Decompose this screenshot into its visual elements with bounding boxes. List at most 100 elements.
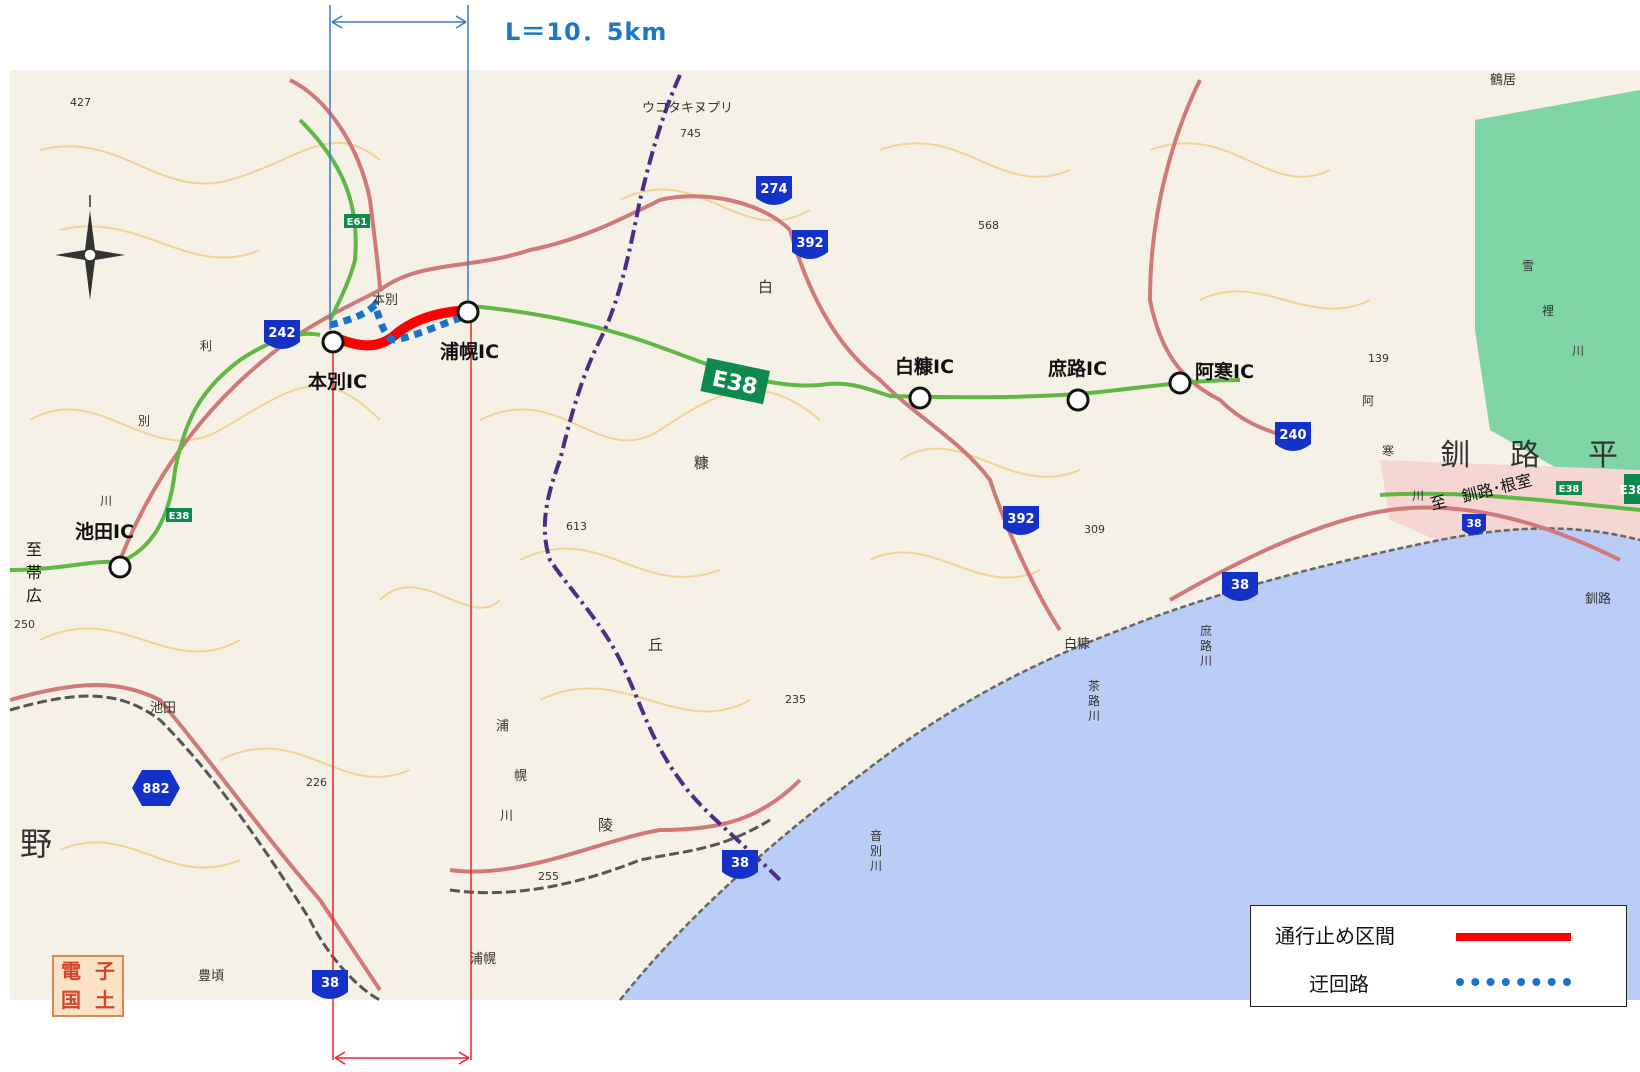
ic-shiranuka-marker[interactable] (908, 386, 932, 410)
place-toyokoro: 豊頃 (198, 969, 224, 984)
seal-char: 国 (61, 988, 81, 1012)
expressway-sign: E38 (1620, 474, 1640, 504)
seal-char: 土 (95, 988, 115, 1012)
closed-section (325, 305, 473, 351)
svg-text:E38: E38 (169, 511, 190, 522)
seal-char: 電 (61, 959, 81, 983)
ic-label-honbetsu: 本別IC (308, 370, 367, 393)
river-ombetsu-3: 川 (870, 859, 882, 873)
river-urahoro-1: 浦 (496, 719, 509, 734)
elevation-point: 255 (538, 870, 559, 883)
river-akan-1: 阿 (1362, 394, 1374, 408)
coast-railway (619, 527, 1640, 1001)
ic-ikeda-marker[interactable] (108, 555, 132, 579)
river-urahoro-2: 幌 (514, 768, 527, 784)
expressway-sign: E38 (1556, 481, 1582, 495)
river-akan-2: 寒 (1382, 443, 1394, 458)
ic-markers (108, 300, 1192, 579)
route-shield: 38 (722, 850, 758, 879)
ic-label-urahoro: 浦幌IC (440, 340, 499, 363)
svg-text:38: 38 (731, 856, 749, 871)
elevation-point: 226 (306, 776, 327, 789)
route-shield: 882 (132, 770, 180, 806)
legend: 通行止め区間 迂回路 (1250, 905, 1627, 1007)
ic-honbetsu-marker[interactable] (321, 330, 345, 354)
area-hills-4: 陵 (598, 816, 613, 834)
area-tokachi-plain: 野 (20, 825, 52, 863)
river-tokachi-2: 別 (138, 414, 150, 428)
place-honbetsu: 本別 (372, 293, 398, 308)
place-urahoro: 浦幌 (470, 951, 496, 967)
route-shield: 392 (792, 230, 828, 259)
sea (620, 528, 1640, 1000)
river-chara-2: 路 (1088, 693, 1100, 708)
river-setsuri-2: 裡 (1542, 303, 1554, 318)
route-shield: 240 (1275, 422, 1311, 451)
boundary-line (542, 74, 782, 882)
svg-text:38: 38 (321, 976, 339, 991)
elevation-point: 235 (785, 693, 806, 706)
river-setsuri-1: 雪 (1522, 259, 1534, 273)
area-hills-2: 糠 (694, 454, 709, 472)
railway-urahoro (449, 818, 771, 895)
elevation-point: 309 (1084, 523, 1105, 536)
area-kushiro-plain-3: 平 (1588, 438, 1618, 473)
river-ombetsu-2: 別 (870, 844, 882, 858)
svg-text:E38: E38 (1559, 484, 1580, 495)
area-kushiro-plain-2: 路 (1510, 438, 1540, 473)
place-kushiro: 釧路 (1585, 591, 1611, 607)
place-shiranuka: 白糠 (1064, 636, 1090, 652)
direction-to-obihiro-1: 至 (26, 540, 42, 559)
ic-label-akan: 阿寒IC (1195, 360, 1254, 383)
svg-text:E38: E38 (1620, 483, 1640, 497)
legend-detour-label: 迂回路 (1309, 972, 1369, 996)
river-urahoro-3: 川 (500, 809, 513, 824)
svg-text:882: 882 (142, 782, 169, 797)
svg-text:38: 38 (1231, 578, 1249, 593)
place-tsurui: 鶴居 (1490, 72, 1516, 88)
river-tokachi-1: 利 (200, 339, 212, 353)
railway-west (9, 694, 381, 1002)
river-tokachi-3: 川 (100, 494, 112, 508)
ic-akan-marker[interactable] (1168, 371, 1192, 395)
river-chara-1: 茶 (1088, 678, 1100, 693)
marsh-area (1475, 90, 1640, 470)
svg-text:274: 274 (760, 182, 787, 197)
river-akan-3: 川 (1412, 489, 1424, 503)
expressway-e61 (298, 118, 358, 321)
svg-text:E61: E61 (347, 217, 368, 228)
expressway-sign: E38 (166, 508, 192, 522)
legend-closed-swatch (1456, 933, 1571, 941)
expressway-e38 (9, 303, 1640, 572)
ic-shoro-marker[interactable] (1066, 388, 1090, 412)
route-shield: 242 (264, 320, 300, 349)
contour-lines (29, 141, 1371, 869)
river-ombetsu-1: 音 (870, 828, 882, 843)
route-shield: 38 (312, 970, 348, 999)
elevation-point: 745 (680, 127, 701, 140)
elevation-point: 139 (1368, 352, 1389, 365)
river-shoro-3: 川 (1200, 654, 1212, 668)
detour-route (329, 298, 471, 344)
legend-row-closed: 通行止め区間 (1251, 912, 1626, 952)
legend-detour-swatch (1456, 978, 1571, 986)
elevation-point: 427 (70, 96, 91, 109)
river-chara-3: 川 (1088, 709, 1100, 723)
ic-label-shoro: 庶路IC (1048, 357, 1107, 380)
place-utakinupuri: ウコタキヌプリ (642, 101, 733, 116)
svg-text:242: 242 (268, 326, 295, 341)
area-hills-1: 白 (758, 278, 773, 296)
river-setsuri-3: 川 (1572, 344, 1584, 358)
place-ikeda: 池田 (150, 701, 176, 716)
svg-text:38: 38 (1466, 517, 1481, 530)
scale-length-label: L＝10．5km (505, 18, 668, 46)
route-shield: 38 (1222, 572, 1258, 601)
ic-urahoro-marker[interactable] (456, 300, 480, 324)
compass-icon (55, 195, 125, 300)
area-hills-3: 丘 (648, 636, 663, 654)
area-kushiro-plain-1: 釧 (1440, 438, 1470, 473)
svg-text:240: 240 (1279, 428, 1306, 443)
scale-guides (329, 5, 472, 1065)
